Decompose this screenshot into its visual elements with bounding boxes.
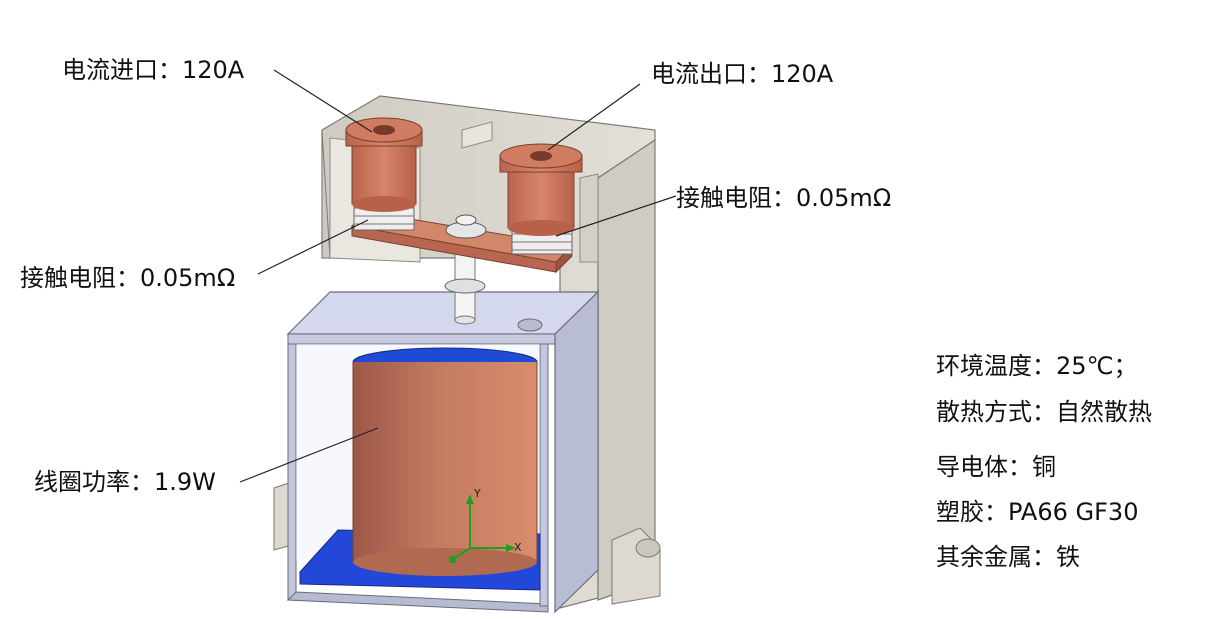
spec-other-metal: 其余金属：铁	[936, 543, 1080, 571]
axis-triad	[449, 494, 516, 563]
leader-outlet	[547, 83, 641, 151]
callout-coil: 线圈功率：1.9W	[34, 468, 216, 496]
coil	[352, 347, 538, 576]
spec-plastic: 塑胶：PA66 GF30	[936, 498, 1139, 526]
axis-x-label: X	[514, 541, 522, 554]
callout-outlet: 电流出口：120A	[651, 60, 834, 88]
leader-contact-right	[555, 195, 677, 237]
spec-cooling: 散热方式：自然散热	[936, 398, 1152, 426]
spec-ambient: 环境温度：25℃；	[936, 352, 1138, 380]
callout-inlet: 电流进口：120A	[62, 56, 245, 84]
axis-y-label: Y	[474, 487, 481, 500]
terminal-inlet	[345, 117, 423, 231]
terminal-outlet	[499, 143, 583, 255]
leader-lines	[239, 69, 677, 483]
leader-inlet	[273, 69, 373, 133]
spec-conductor: 导电体：铜	[936, 453, 1056, 481]
leader-contact-left	[257, 219, 369, 275]
callout-contact-right: 接触电阻：0.05mΩ	[676, 184, 892, 212]
leader-coil	[239, 427, 379, 483]
callout-contact-left: 接触电阻：0.05mΩ	[20, 264, 236, 292]
